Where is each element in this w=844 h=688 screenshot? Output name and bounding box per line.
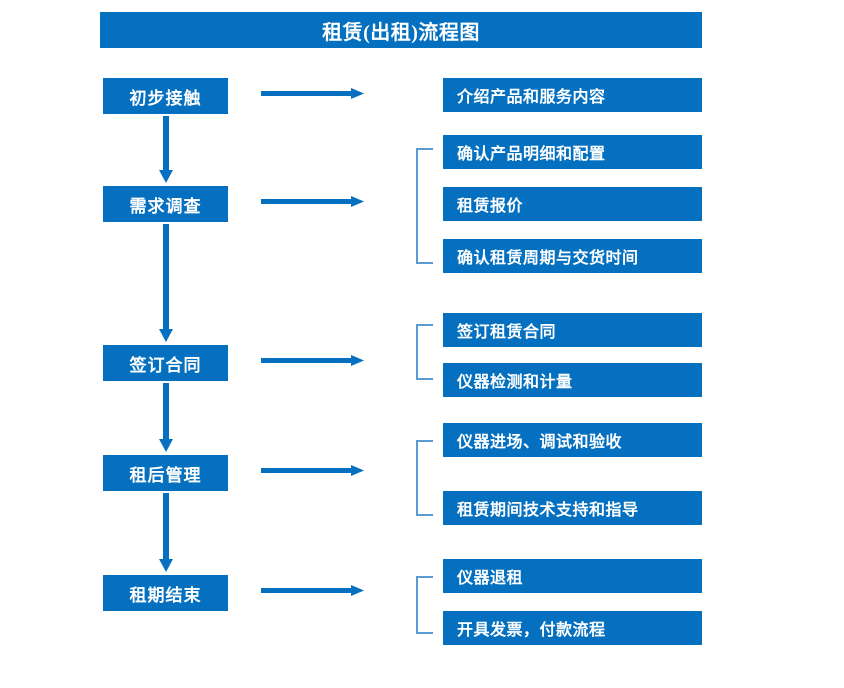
- detail-box-sign-rental-contract[interactable]: 签订租赁合同: [443, 313, 702, 347]
- detail-box-instrument-entry-commission[interactable]: 仪器进场、调试和验收: [443, 423, 702, 457]
- stage-box-initial-contact[interactable]: 初步接触: [103, 78, 228, 114]
- arrow-down-icon-2: [157, 224, 175, 343]
- arrow-right-icon-2: [261, 194, 365, 210]
- left-bracket-icon-sign-contract: [414, 324, 434, 380]
- detail-box-confirm-period-delivery[interactable]: 确认租赁周期与交货时间: [443, 239, 702, 273]
- detail-box-intro-products-services[interactable]: 介绍产品和服务内容: [443, 78, 702, 112]
- detail-box-instrument-inspection[interactable]: 仪器检测和计量: [443, 363, 702, 397]
- arrow-right-icon-3: [261, 353, 365, 369]
- detail-box-confirm-product-config[interactable]: 确认产品明细和配置: [443, 135, 702, 169]
- left-bracket-icon-needs-survey: [414, 148, 434, 264]
- arrow-right-icon-4: [261, 463, 365, 479]
- stage-box-needs-survey[interactable]: 需求调查: [103, 186, 228, 222]
- diagram-title: 租赁(出租)流程图: [100, 12, 702, 48]
- arrow-down-icon-1: [157, 116, 175, 184]
- detail-box-rental-quote[interactable]: 租赁报价: [443, 187, 702, 221]
- detail-box-invoice-payment[interactable]: 开具发票，付款流程: [443, 611, 702, 645]
- detail-box-instrument-return[interactable]: 仪器退租: [443, 559, 702, 593]
- stage-box-rental-end[interactable]: 租期结束: [103, 575, 228, 611]
- arrow-right-icon-5: [261, 583, 365, 599]
- stage-box-sign-contract[interactable]: 签订合同: [103, 345, 228, 381]
- arrow-down-icon-4: [157, 493, 175, 573]
- detail-box-technical-support[interactable]: 租赁期间技术支持和指导: [443, 491, 702, 525]
- left-bracket-icon-post-rental: [414, 440, 434, 516]
- arrow-right-icon-1: [261, 86, 365, 102]
- stage-box-post-rental-management[interactable]: 租后管理: [103, 455, 228, 491]
- arrow-down-icon-3: [157, 383, 175, 453]
- left-bracket-icon-rental-end: [414, 576, 434, 634]
